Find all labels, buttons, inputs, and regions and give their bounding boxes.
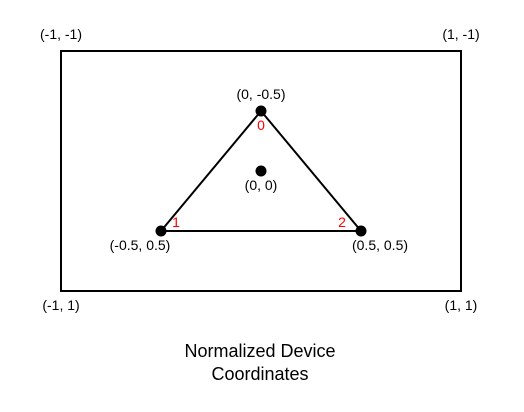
- caption-line-1: Normalized Device: [184, 341, 335, 361]
- point-top-vertex: [255, 105, 267, 117]
- vertex-index-0: 0: [257, 117, 265, 133]
- point-bottom-left-vertex: [155, 225, 167, 237]
- corner-label-bottom-right: (1, 1): [445, 297, 478, 313]
- ndc-boundary-rect: [60, 50, 462, 292]
- point-bottom-right-vertex: [355, 225, 367, 237]
- point-center: [255, 165, 267, 177]
- vertex-index-2: 2: [338, 214, 346, 230]
- vertex-index-1: 1: [172, 214, 180, 230]
- corner-label-top-right: (1, -1): [442, 26, 479, 42]
- corner-label-bottom-left: (-1, 1): [42, 297, 79, 313]
- point-label-top: (0, -0.5): [236, 86, 285, 102]
- corner-label-top-left: (-1, -1): [40, 26, 82, 42]
- point-label-center: (0, 0): [245, 177, 278, 193]
- point-label-bottom-right: (0.5, 0.5): [352, 237, 408, 253]
- point-label-bottom-left: (-0.5, 0.5): [110, 237, 171, 253]
- triangle: [158, 109, 364, 232]
- caption-line-2: Coordinates: [211, 364, 308, 384]
